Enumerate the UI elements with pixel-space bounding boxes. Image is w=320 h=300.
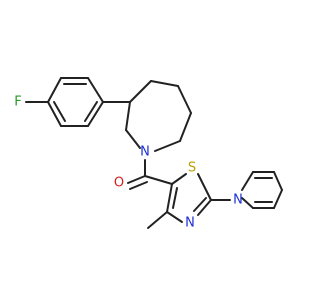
bond	[179, 112, 192, 142]
thiazole-ring	[166, 173, 212, 223]
bond	[53, 101, 66, 122]
bond	[166, 211, 183, 223]
pyrrole-ring	[241, 171, 283, 209]
bond	[125, 129, 141, 149]
bond	[84, 101, 98, 122]
bond	[241, 171, 254, 191]
bond	[125, 101, 131, 131]
bond	[87, 101, 104, 127]
bond	[172, 187, 178, 209]
pyrrole-nitrogen-label: N	[233, 193, 243, 208]
bond	[150, 80, 179, 87]
azepane-nitrogen-label: N	[140, 145, 150, 160]
bond	[197, 173, 212, 201]
bond	[47, 101, 62, 127]
azepane-ring	[125, 80, 192, 152]
thiazole-sulfur-label: S	[188, 161, 196, 176]
bond	[47, 77, 62, 103]
bond	[87, 77, 104, 103]
bond	[171, 173, 187, 185]
fluorine-atom-label: F	[14, 95, 21, 110]
carbonyl-oxygen-label: O	[114, 176, 124, 191]
thiazole-nitrogen-label: N	[185, 216, 195, 231]
carbonyl-bond	[127, 175, 146, 184]
structure-svg: F N O S N N	[14, 77, 283, 231]
bond	[129, 80, 152, 103]
fluorophenyl-ring	[47, 77, 104, 127]
bond	[193, 197, 207, 212]
bond	[273, 171, 283, 191]
methyl-bond	[147, 211, 168, 229]
bond	[144, 175, 173, 185]
molecule-drawing: F N O S N N	[14, 77, 283, 231]
bond	[154, 140, 181, 152]
bond	[273, 189, 283, 209]
bond	[177, 85, 192, 114]
bond	[241, 197, 254, 209]
bond	[197, 199, 212, 216]
bond	[166, 183, 173, 213]
carbonyl-bond	[129, 181, 148, 190]
